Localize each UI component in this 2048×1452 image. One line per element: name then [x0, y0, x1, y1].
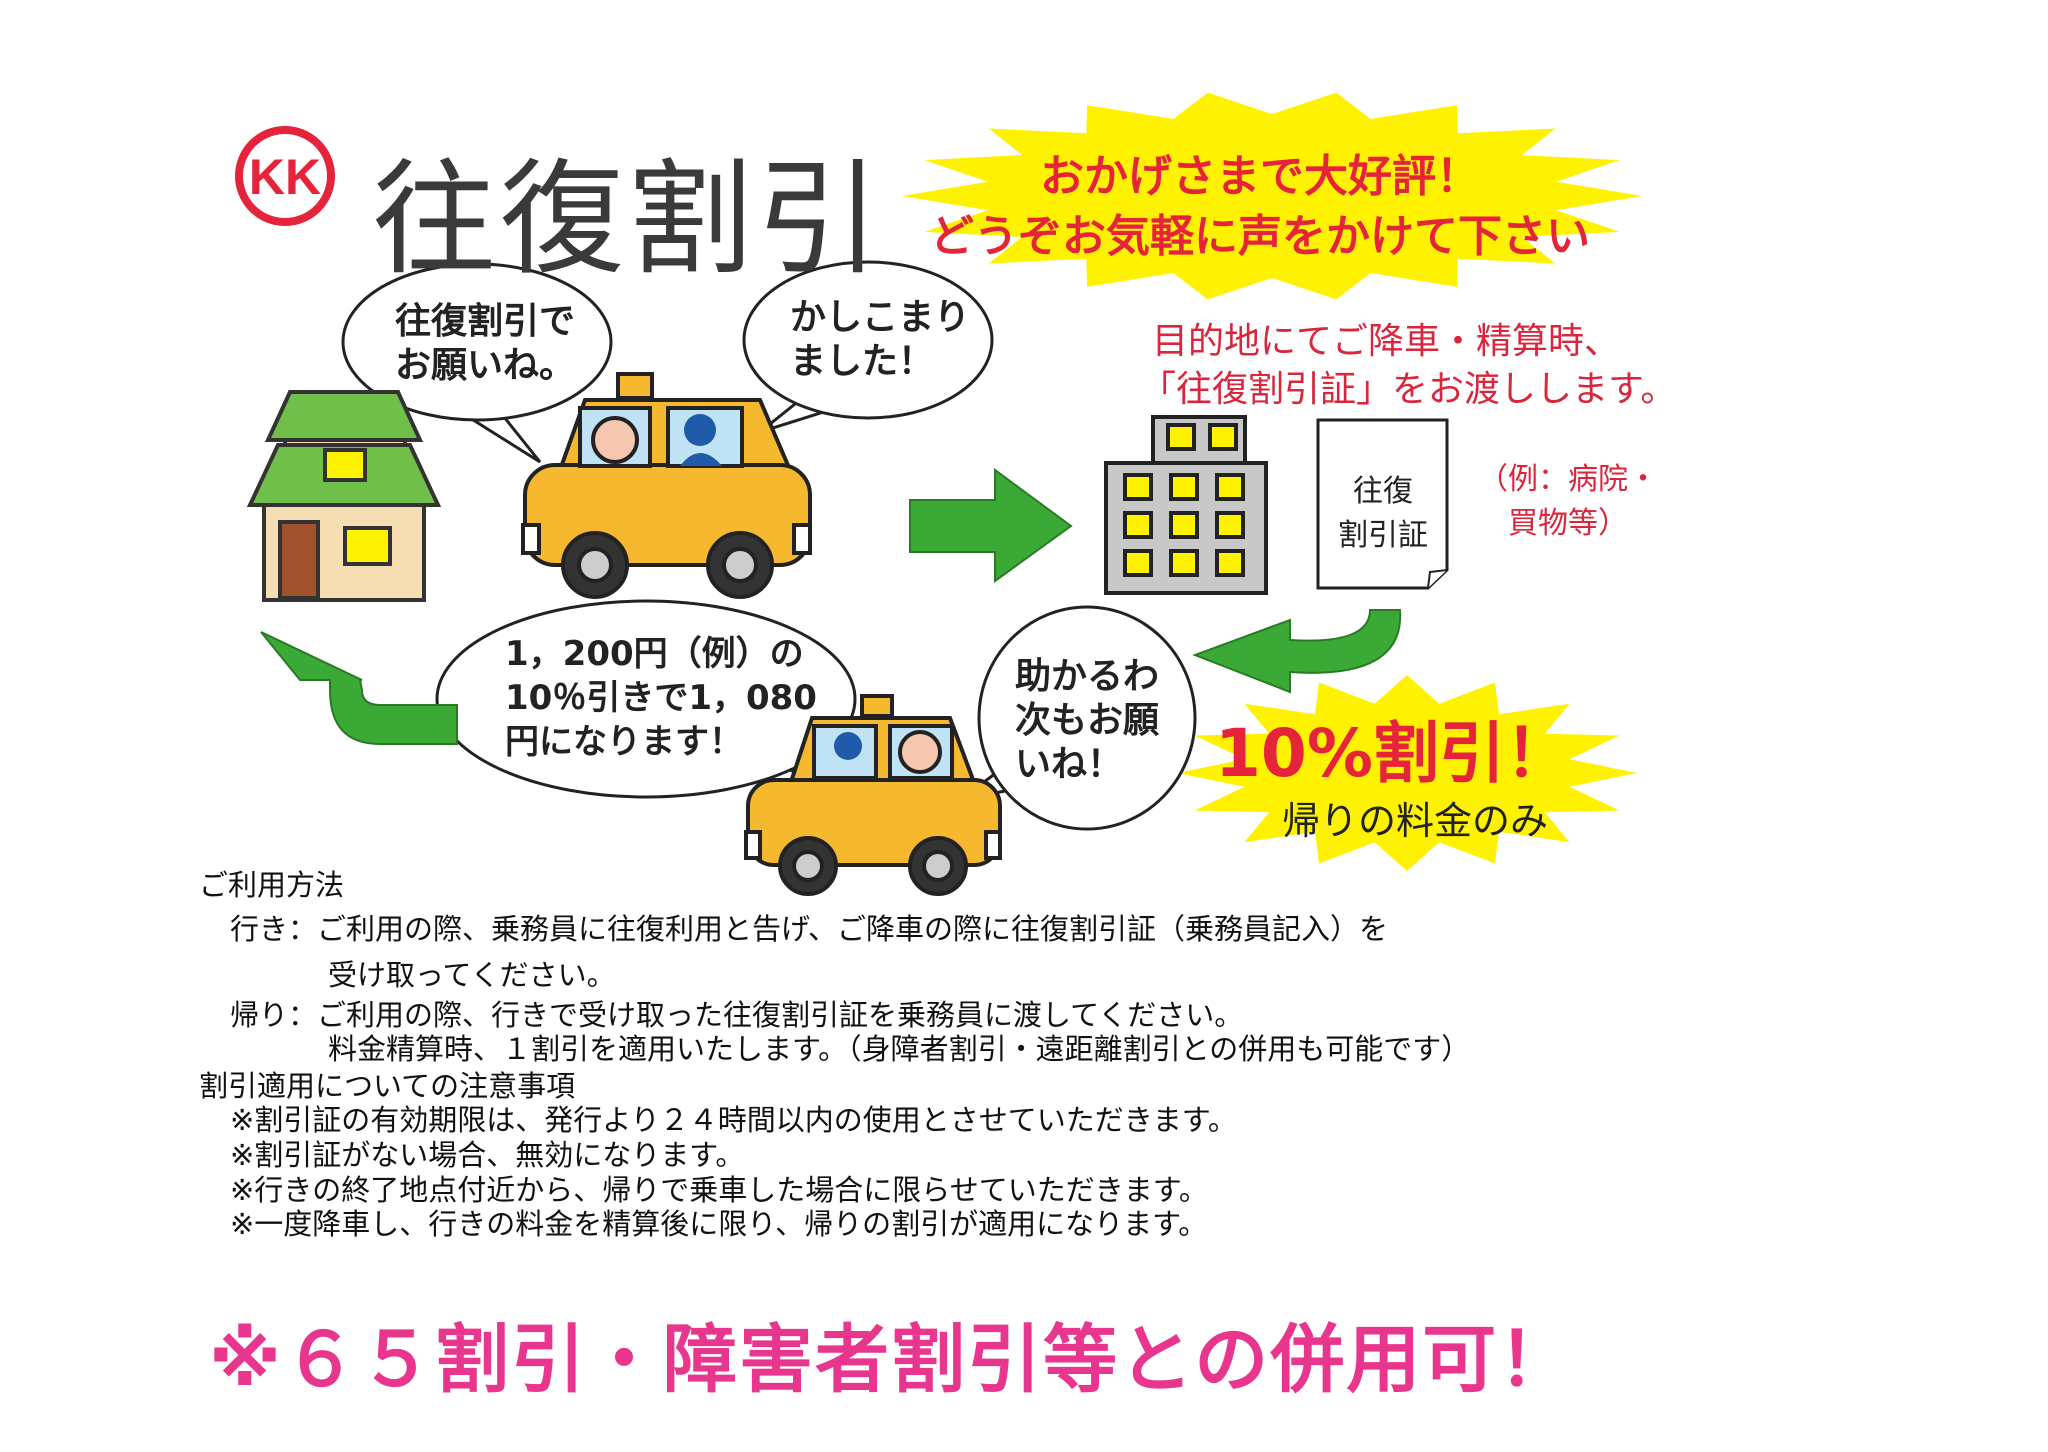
discount-headline: 10%割引！ — [1215, 715, 1571, 792]
bubble-line: ました！ — [790, 341, 935, 382]
speech-bubble-driver-reply — [742, 260, 994, 434]
company-logo: KK — [235, 126, 335, 226]
example-places-line: 買物等） — [1508, 506, 1628, 541]
example-places: （例：病院・ 買物等） — [1478, 458, 1658, 546]
destination-note: 目的地にてご降車・精算時、 「往復割引証」をお渡しします。 — [1140, 318, 1676, 414]
building-window — [1169, 473, 1199, 501]
certificate-line: 往復 — [1353, 474, 1413, 509]
note-item: ※割引証がない場合、無効になります。 — [230, 1138, 745, 1172]
notes-heading: 割引適用についての注意事項 — [199, 1069, 576, 1103]
usage-line: 料金精算時、１割引を適用いたします。（身障者割引・遠距離割引との併用も可能です） — [328, 1032, 1471, 1066]
usage-line: 行き：ご利用の際、乗務員に往復利用と告げ、ご降車の際に往復割引証（乗務員記入）を — [230, 912, 1388, 946]
bubble-line: 往復割引で — [395, 301, 576, 342]
certificate-label: 往復 割引証 — [1322, 470, 1444, 558]
bubble-fare-example-text: 1，200円（例）の 10％引きで1，080 円になります！ — [505, 632, 817, 764]
building-window — [1169, 511, 1199, 539]
bubble-driver-reply-text: かしこまり ました！ — [790, 296, 970, 384]
certificate-line: 割引証 — [1338, 518, 1428, 553]
building-window — [1123, 511, 1153, 539]
taxi-icon-outbound — [521, 372, 812, 599]
building-window — [1215, 549, 1245, 577]
svg-text:KK: KK — [249, 149, 321, 205]
note-item: ※行きの終了地点付近から、帰りで乗車した場合に限らせていただきます。 — [230, 1173, 1208, 1207]
building-window — [1123, 473, 1153, 501]
bubble-customer-thanks-text: 助かるわ 次もお願 いね！ — [1015, 655, 1159, 787]
building-window — [1215, 473, 1245, 501]
page-title: 往復割引 — [372, 148, 885, 292]
bubble-line: 円になります！ — [505, 722, 743, 762]
starburst-banner — [902, 92, 1642, 300]
destination-note-line: 目的地にてご降車・精算時、 — [1152, 321, 1621, 362]
building-window — [1123, 549, 1153, 577]
bubble-line: いね！ — [1015, 744, 1124, 785]
speech-bubble-customer-request — [341, 262, 613, 464]
discount-subtext: 帰りの料金のみ — [1282, 799, 1549, 843]
combination-notice: ※６５割引・障害者割引等との併用可！ — [209, 1317, 1575, 1403]
usage-line: 受け取ってください。 — [328, 958, 616, 992]
bubble-line: お願いね。 — [395, 345, 576, 386]
bubble-line: 10％引きで1，080 — [505, 678, 817, 718]
usage-line: 帰り：ご利用の際、行きで受け取った往復割引証を乗務員に渡してください。 — [230, 998, 1244, 1032]
arrow-right-icon — [909, 468, 1073, 583]
arrow-curve-down-left-icon — [1192, 609, 1402, 694]
bubble-line: 1，200円（例）の — [505, 634, 804, 674]
arrow-curve-up-left-icon — [260, 631, 458, 745]
building-window — [1215, 511, 1245, 539]
starburst-discount — [1177, 675, 1637, 871]
bubble-line: 助かるわ — [1015, 656, 1160, 697]
building-window — [1166, 423, 1196, 451]
usage-heading: ご利用方法 — [199, 868, 345, 902]
certificate-document-icon — [1316, 418, 1449, 590]
building-window — [1169, 549, 1199, 577]
banner-line-2: どうぞお気軽に声をかけて下さい — [930, 211, 1590, 262]
bubble-line: 次もお願 — [1015, 700, 1160, 741]
building-window — [1208, 423, 1238, 451]
bubble-line: かしこまり — [790, 297, 971, 338]
house-icon — [246, 390, 442, 602]
banner-line-1: おかげさまで大好評！ — [1040, 151, 1480, 202]
example-places-line: （例：病院・ — [1478, 462, 1658, 497]
destination-note-line: 「往復割引証」をお渡しします。 — [1140, 369, 1677, 410]
note-item: ※一度降車し、行きの料金を精算後に限り、帰りの割引が適用になります。 — [230, 1207, 1208, 1241]
taxi-icon-return — [744, 694, 1002, 896]
bubble-customer-request-text: 往復割引で お願いね。 — [395, 300, 575, 388]
note-item: ※割引証の有効期限は、発行より２４時間以内の使用とさせていただきます。 — [230, 1103, 1237, 1137]
building-icon — [1104, 415, 1268, 595]
